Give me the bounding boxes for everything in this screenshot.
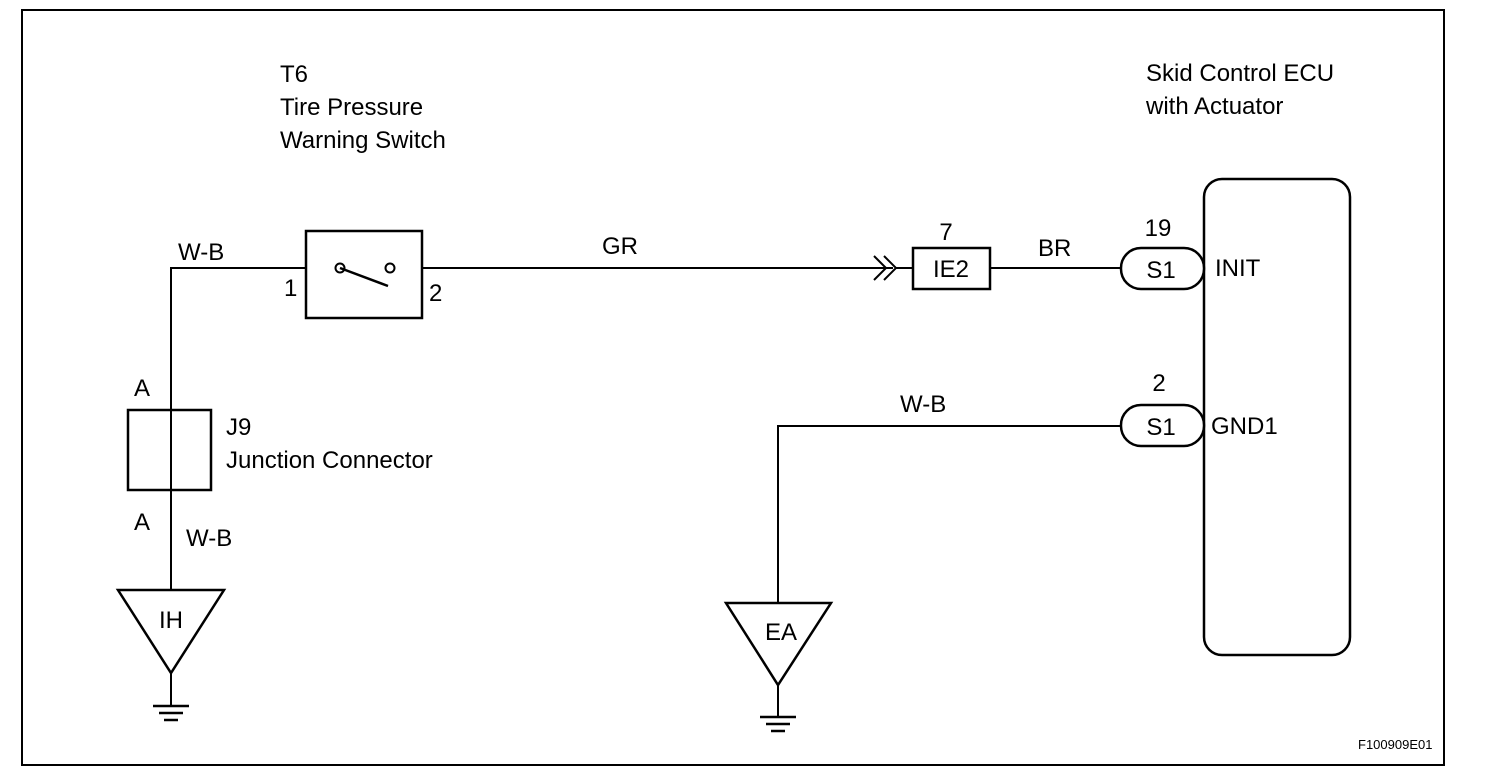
ground-ea-label: EA (765, 619, 797, 646)
ecu-connector-init-pin: 19 (1145, 215, 1172, 242)
ground-ih-triangle (115, 588, 227, 676)
ecu-connector-init-code: S1 (1146, 257, 1175, 284)
inline-connector-ie2 (911, 246, 992, 291)
ecu-connector-gnd1 (1119, 403, 1206, 448)
inline-connector-code: IE2 (933, 256, 969, 283)
ecu-connector-gnd1-pin: 2 (1152, 370, 1165, 397)
switch-pin-in: 1 (284, 275, 297, 302)
ecu-signal-gnd1: GND1 (1211, 413, 1278, 440)
ecu-connector-init (1119, 246, 1206, 291)
wire-junction-ground-label: W-B (186, 525, 232, 552)
figure-id: F100909E01 (1358, 737, 1432, 752)
inline-connector-chevron-a (873, 255, 888, 281)
ecu-signal-init: INIT (1215, 255, 1261, 282)
ecu-name-line2: with Actuator (1145, 93, 1283, 120)
switch-pin-out: 2 (429, 280, 442, 307)
junction-pin-top: A (134, 375, 150, 402)
wire-to-ecu-init-label: BR (1038, 235, 1071, 262)
ground-ih-label: IH (159, 607, 183, 634)
wire-ecu-ground (777, 425, 1121, 603)
switch-blade (339, 266, 389, 288)
ecu-connector-gnd1-code: S1 (1146, 414, 1175, 441)
tire-pressure-switch (304, 229, 424, 320)
ground-ea-triangle (723, 601, 834, 688)
wire-ecu-ground-label: W-B (900, 391, 946, 418)
switch-contact-right (384, 262, 396, 274)
wire-switch-in-label: W-B (178, 239, 224, 266)
switch-name-line1: Tire Pressure (280, 94, 423, 121)
inline-connector-pin: 7 (939, 219, 952, 246)
ecu-body (1202, 177, 1352, 657)
switch-code: T6 (280, 61, 308, 88)
ecu-name-line1: Skid Control ECU (1146, 60, 1334, 87)
junction-code: J9 (226, 414, 251, 441)
junction-name: Junction Connector (226, 447, 433, 474)
switch-name-line2: Warning Switch (280, 127, 446, 154)
junction-pin-bottom: A (134, 509, 150, 536)
wire-switch-out-label: GR (602, 233, 638, 260)
junction-connector-j9 (126, 408, 213, 492)
diagram-frame (21, 9, 1445, 766)
